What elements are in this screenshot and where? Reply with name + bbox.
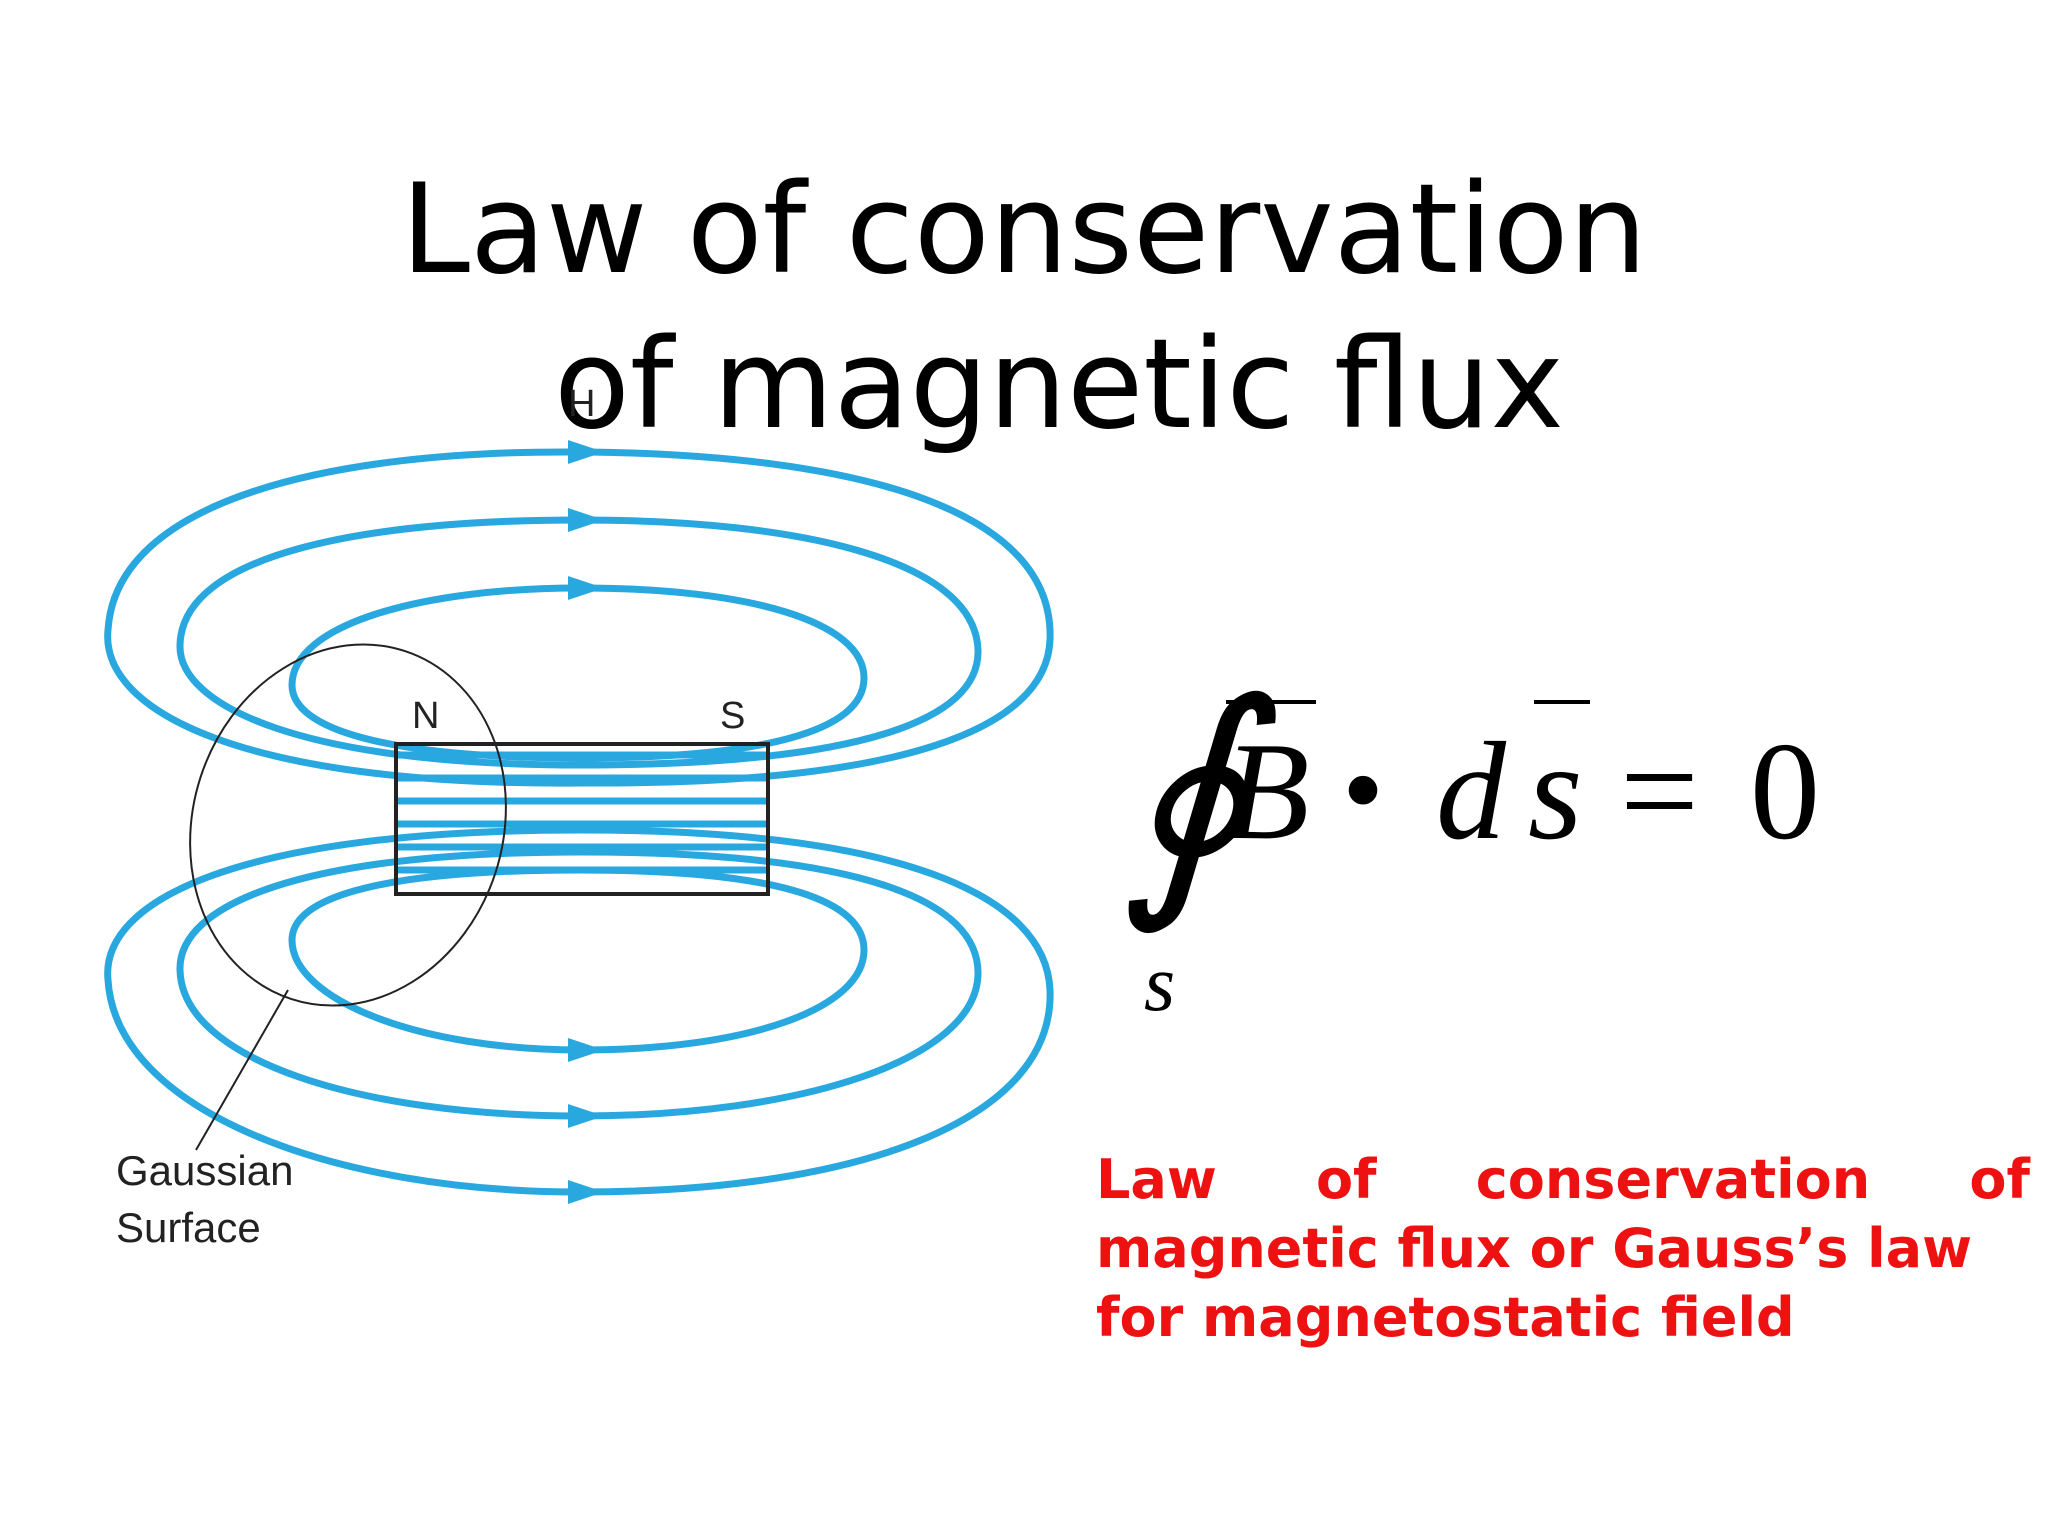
field-arrow-icon: [568, 1180, 604, 1204]
caption-word: Law: [1096, 1148, 1217, 1211]
differential-d: d: [1436, 714, 1507, 869]
title-line-2: of magnetic flux: [553, 313, 1565, 458]
zero: 0: [1750, 714, 1820, 869]
field-diagram-svg: H N S Gaussian Surface: [104, 383, 1054, 1251]
bar-magnet: [394, 742, 770, 896]
vector-s: s: [1528, 714, 1582, 869]
slide-title: Law of conservation of magnetic flux: [0, 153, 2048, 463]
field-arrows: [568, 440, 604, 1204]
surface-subscript: s: [1144, 940, 1175, 1028]
field-line-lower-inner: [288, 866, 868, 1054]
field-line-upper-inner: [288, 584, 868, 762]
gaussian-surface: [189, 643, 507, 1007]
caption-word: of: [1969, 1148, 2030, 1211]
field-line-lower-middle: [176, 848, 982, 1120]
gaussian-pointer-line: [195, 989, 289, 1151]
caption-line-3: for magnetostatic field: [1096, 1286, 1795, 1349]
equals-sign: =: [1620, 714, 1699, 869]
field-line-upper-outer: [104, 448, 1054, 787]
pole-label-n: N: [412, 695, 439, 737]
caption-text: Law of conservation of magnetic flux or …: [1096, 1145, 2030, 1352]
field-line-upper-middle: [176, 516, 982, 769]
gaussian-label-line-1: Gaussian: [116, 1147, 293, 1194]
field-line-lower-outer: [104, 826, 1054, 1196]
caption-word: conservation: [1475, 1148, 1871, 1211]
dot-operator: •: [1342, 723, 1384, 856]
pole-label-s: S: [720, 695, 745, 737]
field-label-h: H: [568, 383, 595, 425]
field-arrow-icon: [568, 440, 604, 464]
field-arrow-icon: [568, 1038, 604, 1062]
equation-svg: ∮ B • d s = 0 s: [1120, 660, 1820, 1028]
gaussian-label-line-2: Surface: [116, 1204, 261, 1251]
gauss-law-equation: ∮ B • d s = 0 s: [1110, 660, 1930, 1060]
title-line-1: Law of conservation: [400, 158, 1648, 303]
field-arrow-icon: [568, 576, 604, 600]
bar-magnet-field-diagram: H N S Gaussian Surface: [0, 360, 1100, 1260]
field-arrow-icon: [568, 1104, 604, 1128]
caption-word: of: [1315, 1148, 1377, 1211]
field-arrow-icon: [568, 508, 604, 532]
caption-line-1: Law of conservation of: [1096, 1145, 2030, 1214]
vector-b: B: [1224, 714, 1310, 869]
field-lines: [104, 448, 1054, 1196]
caption-line-2: magnetic flux or Gauss’s law: [1096, 1217, 1972, 1280]
